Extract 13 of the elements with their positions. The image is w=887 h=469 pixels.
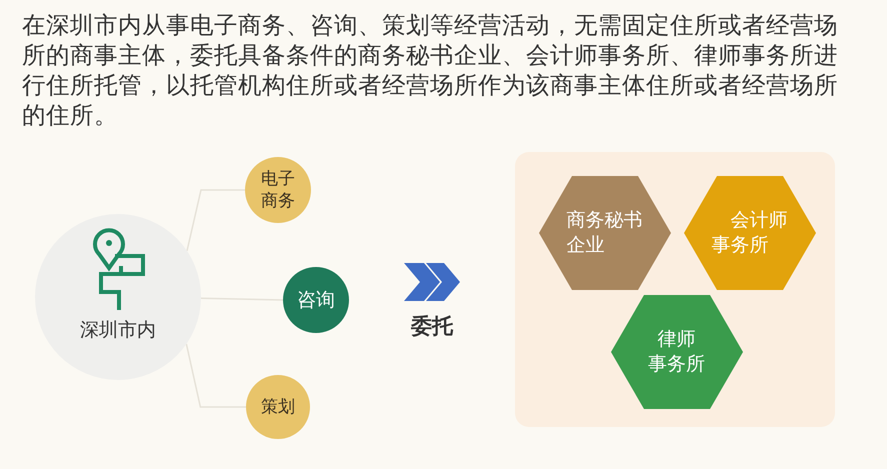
- place-label: 深圳市内: [79, 318, 157, 343]
- edge-label: 委托: [410, 313, 454, 340]
- chevron-arrow: [404, 263, 460, 301]
- node-label: 会计师事务所: [712, 208, 788, 258]
- intro-paragraph: 在深圳市内从事电子商务、咨询、策划等经营活动，无需固定住所或者经营场所的商事主体，委托具备条件的商务秘书企业、会计师事务所、律师事务所进行住所托管，以托管机构住所或者经营场所作为该商事主体住所或者经营场所的住所。: [22, 10, 839, 130]
- node-label: 电子商务: [260, 168, 296, 212]
- panel-background: [515, 152, 835, 427]
- node-label: 商务秘书企业: [566, 208, 644, 258]
- node-label: 咨询: [296, 288, 336, 312]
- connector-line: [186, 189, 245, 252]
- node-label: 策划: [260, 396, 296, 418]
- node-label: 律师事务所: [648, 327, 706, 377]
- connector-line: [186, 344, 246, 408]
